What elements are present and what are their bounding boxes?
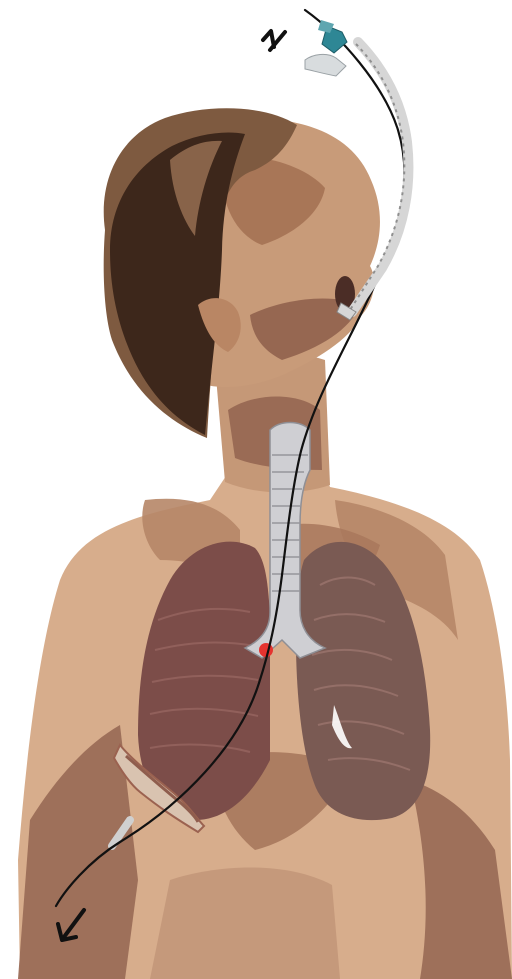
torso-shadow-6 [150, 868, 340, 979]
